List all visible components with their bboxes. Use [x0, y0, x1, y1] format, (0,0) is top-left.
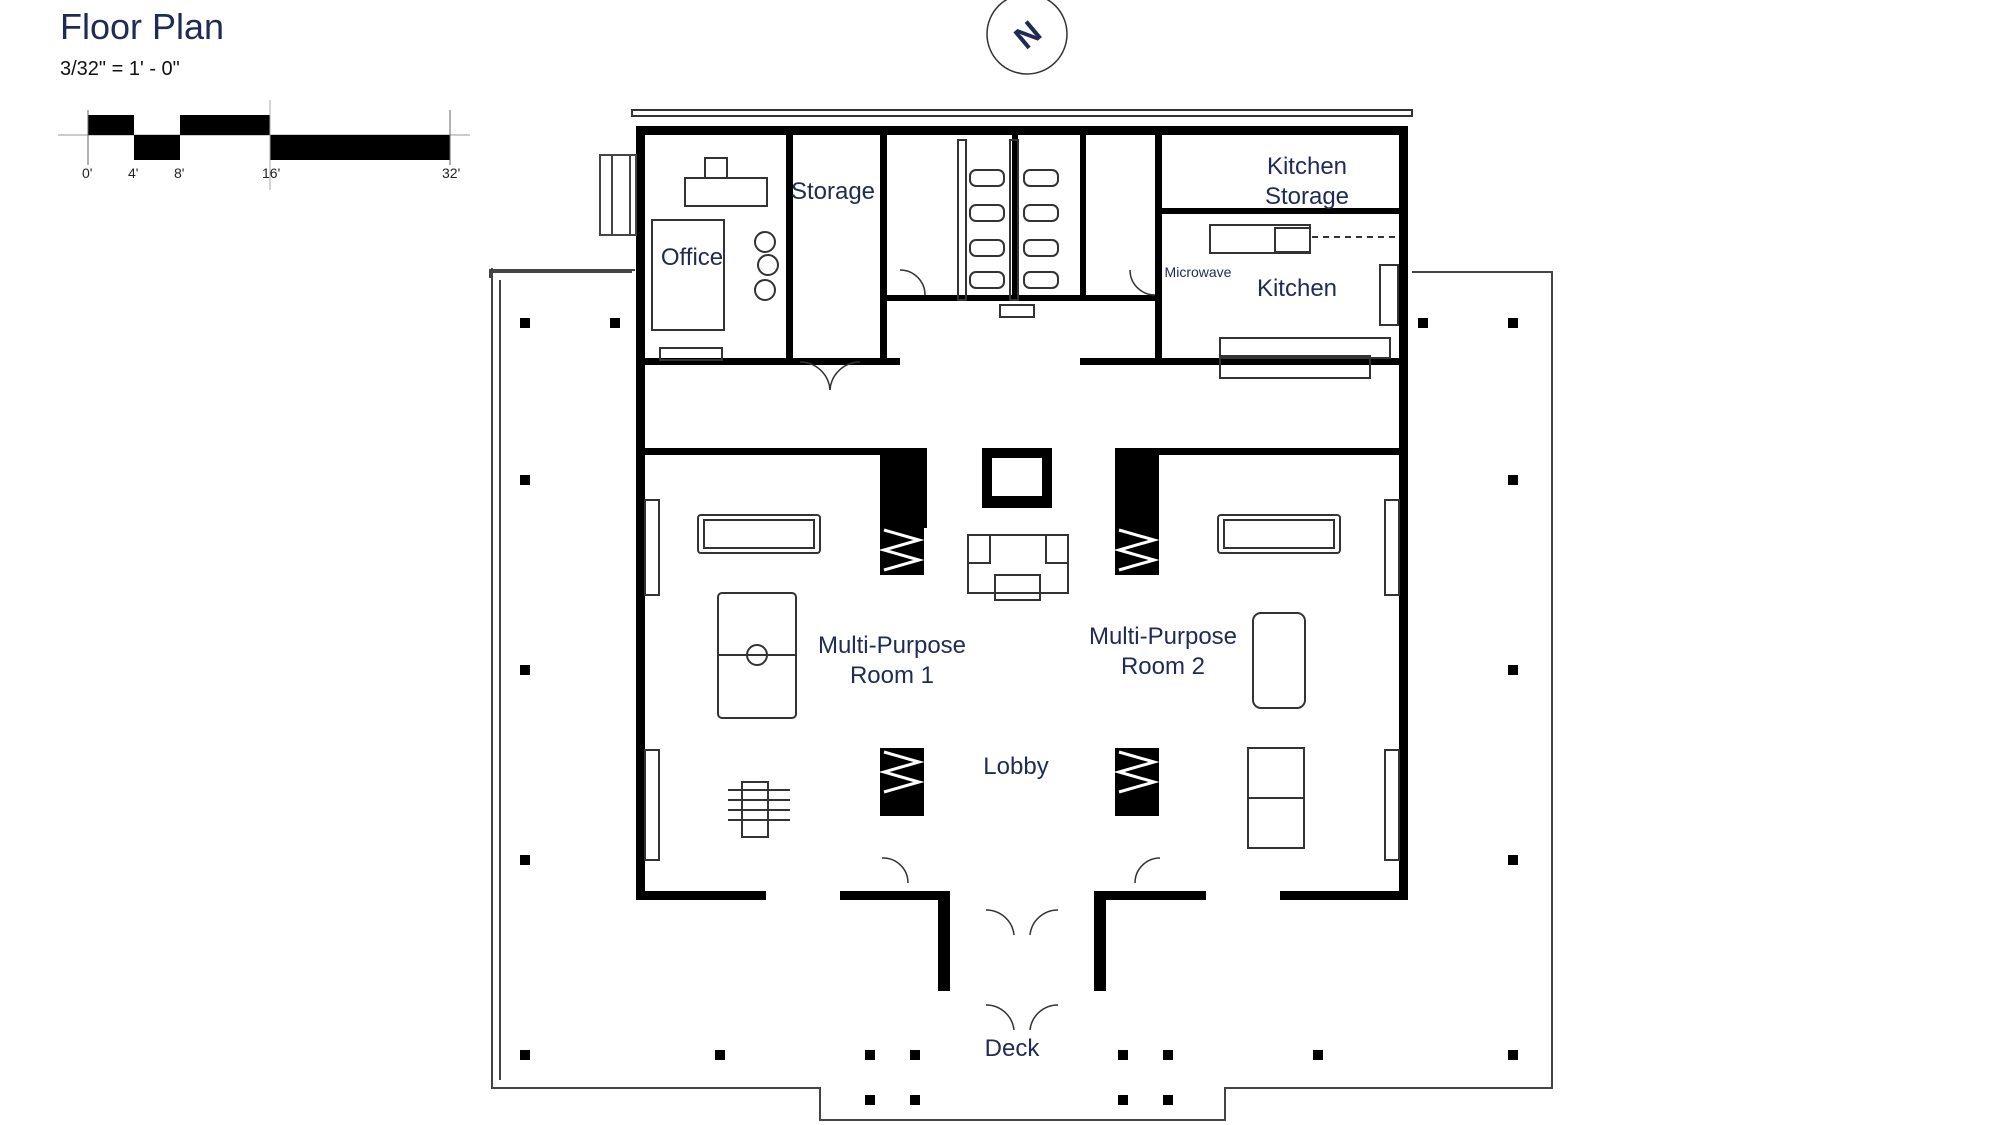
- deck-posts: [520, 318, 1518, 1105]
- building-walls: [599, 109, 1413, 991]
- windows: [644, 499, 1400, 861]
- north-arrow-icon: N: [986, 0, 1068, 75]
- label-mpr1-line1: Multi-Purpose: [818, 632, 966, 659]
- label-deck: Deck: [985, 1035, 1041, 1062]
- label-mpr1-line2: Room 1: [850, 662, 934, 689]
- stairs: [878, 528, 1160, 794]
- label-kitchen: Kitchen: [1257, 275, 1337, 302]
- scale-bar: 0' 4' 8' 16' 32': [58, 100, 470, 190]
- restroom-fixtures: [957, 139, 1059, 318]
- label-microwave: Microwave: [1165, 264, 1232, 280]
- room-labels: Office Storage Kitchen Storage Microwave…: [661, 153, 1349, 1062]
- doors: [799, 269, 1161, 1031]
- label-mpr2-line1: Multi-Purpose: [1089, 623, 1237, 650]
- label-mpr2-line2: Room 2: [1121, 653, 1205, 680]
- page-title: Floor Plan: [60, 6, 225, 47]
- scale-tick-8: 8': [174, 165, 184, 181]
- scale-tick-16: 16': [262, 165, 280, 181]
- office-furniture: [651, 157, 779, 361]
- label-kitchen-storage-line2: Storage: [1265, 183, 1349, 210]
- deck-outline: [489, 268, 1553, 1121]
- label-lobby: Lobby: [983, 753, 1048, 780]
- label-office: Office: [661, 244, 723, 271]
- scale-note: 3/32" = 1' - 0": [60, 58, 180, 80]
- fireplace: [982, 448, 1052, 508]
- mpr-furniture: [697, 514, 1341, 849]
- label-kitchen-storage-line1: Kitchen: [1267, 153, 1347, 180]
- scale-tick-32: 32': [442, 165, 460, 181]
- label-storage: Storage: [791, 178, 875, 205]
- scale-tick-0: 0': [82, 165, 92, 181]
- kitchen-counters: [1209, 224, 1399, 379]
- scale-tick-4: 4': [128, 165, 138, 181]
